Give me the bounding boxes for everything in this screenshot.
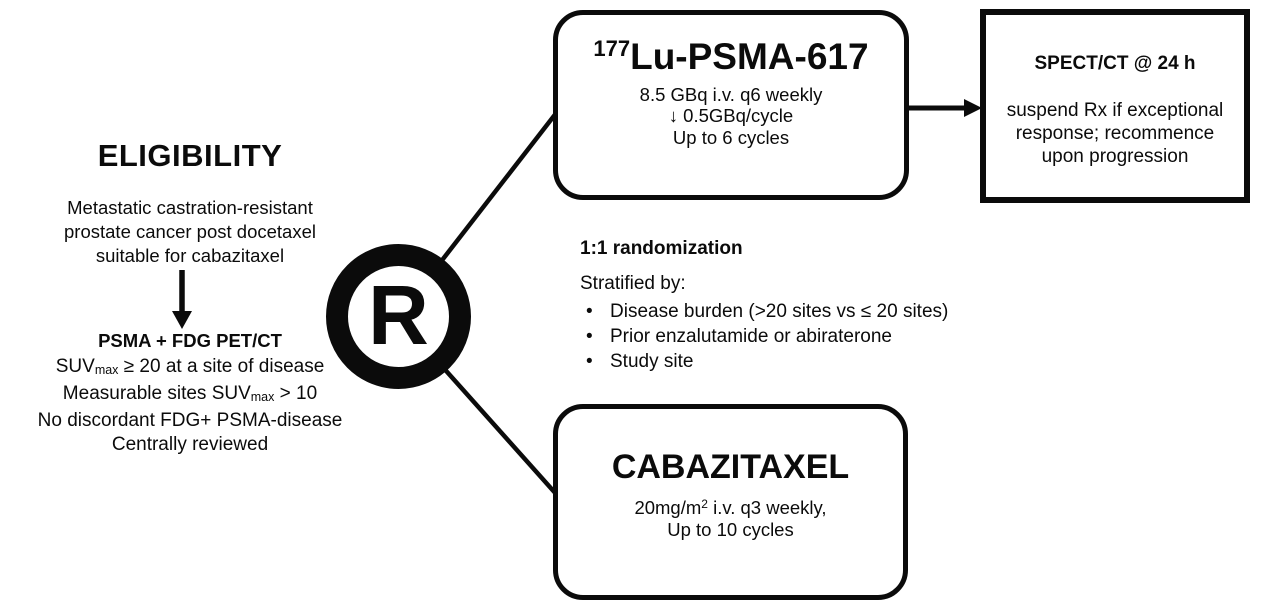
eligibility-down-arrow-head <box>172 311 192 329</box>
eligibility-intro-line: prostate cancer post docetaxel <box>64 221 316 242</box>
subscript-max: max <box>250 390 275 404</box>
bullet-icon: • <box>586 301 593 322</box>
criterion-no-discordant: No discordant FDG+ PSMA-disease <box>37 410 343 431</box>
screening-criteria-section: PSMA + FDG PET/CT SUVmax ≥ 20 at a site … <box>18 330 362 457</box>
squared-superscript: 2 <box>701 497 708 512</box>
arm-lu-psma-dose: 8.5 GBq i.v. q6 weekly <box>639 83 823 105</box>
bullet-icon: • <box>586 326 593 347</box>
stratum-study-site: •Study site <box>580 349 1000 374</box>
arm-cabazitaxel-title: CABAZITAXEL <box>611 448 850 486</box>
criterion-measurable-sites: Measurable sites SUVmax > 10 <box>62 383 318 404</box>
spect-body-line: response; recommence <box>1015 123 1215 144</box>
arm-cabazitaxel-box: CABAZITAXEL 20mg/m2 i.v. q3 weekly, Up t… <box>553 404 908 600</box>
arm-cabazitaxel-cycles: Up to 10 cycles <box>667 518 794 540</box>
stratified-by-label: Stratified by: <box>580 273 686 294</box>
arrow-to-spect-head <box>964 99 982 117</box>
eligibility-intro-line: Metastatic castration-resistant <box>67 197 313 218</box>
arm-lu-psma-cycles: Up to 6 cycles <box>672 126 790 148</box>
spect-body-line: suspend Rx if exceptional <box>1006 100 1224 121</box>
arm-cabazitaxel-dose: 20mg/m2 i.v. q3 weekly, <box>634 497 827 519</box>
arm-lu-psma-box: 177Lu-PSMA-617 8.5 GBq i.v. q6 weekly ↓ … <box>553 10 909 200</box>
randomization-symbol: R <box>326 244 471 389</box>
stratum-prior-therapy: •Prior enzalutamide or abiraterone <box>580 324 1000 349</box>
screening-title: PSMA + FDG PET/CT <box>98 330 282 351</box>
isotope-superscript: 177 <box>593 36 631 61</box>
randomization-ratio-label: 1:1 randomization <box>580 238 743 259</box>
spect-title: SPECT/CT @ 24 h <box>1034 53 1196 74</box>
subscript-max: max <box>94 363 119 377</box>
bullet-icon: • <box>586 351 593 372</box>
stratum-disease-burden: •Disease burden (>20 sites vs ≤ 20 sites… <box>580 299 1000 324</box>
spect-box: SPECT/CT @ 24 h suspend Rx if exceptiona… <box>980 9 1250 203</box>
spect-body-line: upon progression <box>1041 146 1189 167</box>
eligibility-intro: Metastatic castration-resistant prostate… <box>18 196 362 268</box>
eligibility-intro-line: suitable for cabazitaxel <box>95 245 285 266</box>
randomization-letter: R <box>368 267 429 362</box>
arm-lu-psma-deescalation: ↓ 0.5GBq/cycle <box>668 105 794 127</box>
randomization-details: 1:1 randomization Stratified by: •Diseas… <box>580 238 1000 374</box>
criterion-centrally-reviewed: Centrally reviewed <box>111 434 269 455</box>
arm-lu-psma-title: 177Lu-PSMA-617 <box>593 36 869 77</box>
criterion-suvmax-20: SUVmax ≥ 20 at a site of disease <box>55 356 325 377</box>
eligibility-title: ELIGIBILITY <box>97 138 283 173</box>
eligibility-section: ELIGIBILITY Metastatic castration-resist… <box>18 138 362 268</box>
